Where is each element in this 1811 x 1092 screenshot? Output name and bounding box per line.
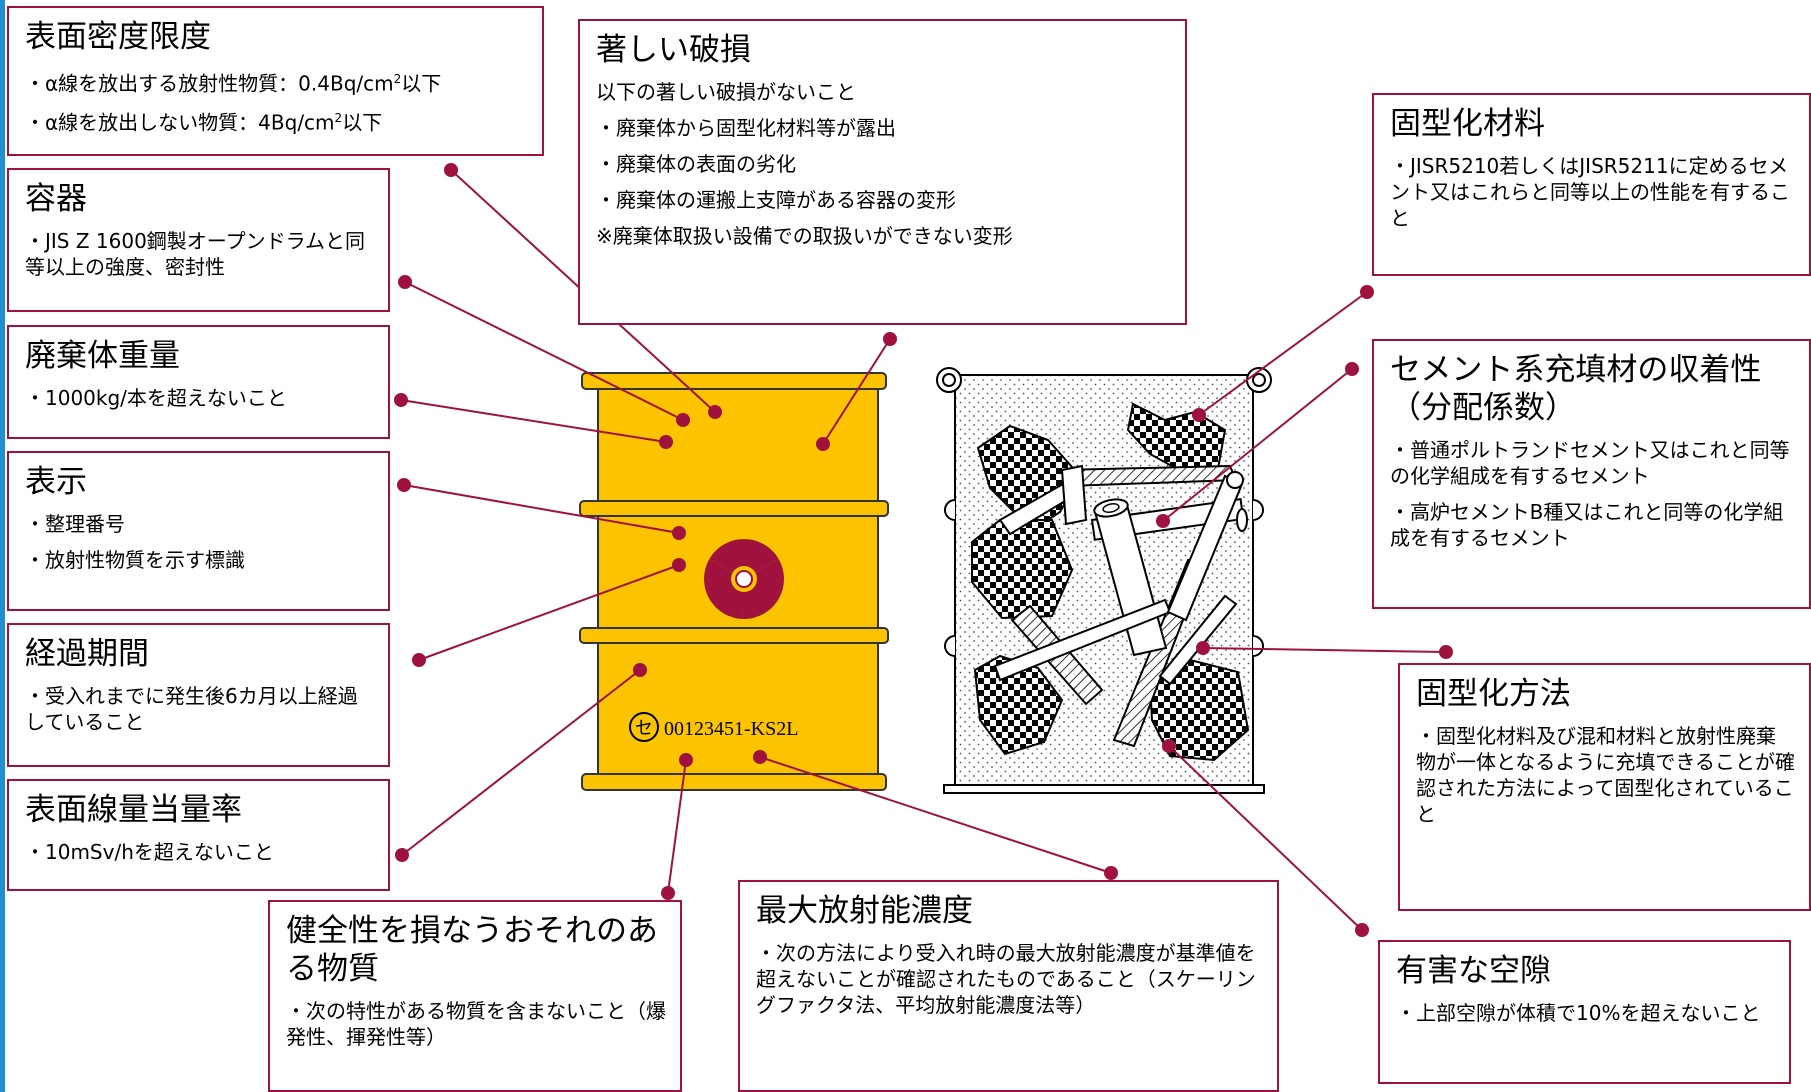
leader-dots [394,163,1453,937]
leader-lines [400,169,1447,931]
box-title: 経過期間 [25,636,149,672]
box-title: 固型化方法 [1416,676,1571,712]
box-title: 表示 [25,464,87,500]
box-title: 容器 [25,181,87,217]
box-line: ・廃棄体の表面の劣化 [596,152,796,176]
box-harmful: 健全性を損なうおそれのある物質 ・次の特性がある物質を含まないこと（爆発性、揮発… [268,900,682,1092]
box-line: 以下の著しい破損がないこと [596,80,856,104]
box-line: ・廃棄体の運搬上支障がある容器の変形 [596,188,956,212]
box-method: 固型化方法 ・固型化材料及び混和材料と放射性廃棄物が一体となるように充填できるこ… [1398,663,1811,911]
box-damage: 著しい破損 以下の著しい破損がないこと ・廃棄体から固型化材料等が露出 ・廃棄体… [578,19,1187,325]
box-line: ・1000kg/本を超えないこと [25,386,287,410]
box-title: 固型化材料 [1390,106,1545,142]
waste-cross-section [936,367,1272,794]
box-line: ・普通ポルトランドセメント又はこれと同等の化学組成を有するセメント [1390,438,1790,488]
box-surface-density: 表面密度限度 ・α線を放出する放射性物質：0.4Bq/cm2以下 ・α線を放出し… [7,6,544,156]
drum-serial-code: 00123451-KS2L [664,718,798,740]
box-line: ・α線を放出する放射性物質：0.4Bq/cm2以下 [25,71,442,96]
box-line: ・次の特性がある物質を含まないこと（爆発性、揮発性等） [286,999,666,1049]
drum-mark-icon [629,712,659,742]
box-title: セメント系充填材の収着性（分配係数） [1390,352,1762,426]
box-elapsed: 経過期間 ・受入れまでに発生後6カ月以上経過していること [7,623,390,767]
box-title: 健全性を損なうおそれのある物質 [286,913,658,987]
box-line: ※廃棄体取扱い設備での取扱いができない変形 [596,224,1013,248]
box-title: 最大放射能濃度 [756,893,973,929]
box-dose-rate: 表面線量当量率 ・10mSv/hを超えないこと [7,779,390,891]
waste-drum [579,372,889,791]
box-line: ・上部空隙が体積で10%を超えないこと [1396,1001,1761,1025]
box-line: ・α線を放出しない物質：4Bq/cm2以下 [25,110,383,135]
box-line: ・JIS Z 1600鋼製オープンドラムと同等以上の強度、密封性 [25,229,366,279]
box-title: 表面密度限度 [25,19,211,55]
box-harmful-void: 有害な空隙 ・上部空隙が体積で10%を超えないこと [1378,940,1791,1084]
box-weight: 廃棄体重量 ・1000kg/本を超えないこと [7,325,390,439]
box-max-concentration: 最大放射能濃度 ・次の方法により受入れ時の最大放射能濃度が基準値を超えないことが… [738,880,1279,1092]
box-line: ・受入れまでに発生後6カ月以上経過していること [25,684,358,734]
box-line: ・JISR5210若しくはJISR5211に定めるセメント又はこれらと同等以上の… [1390,154,1790,230]
box-line: ・10mSv/hを超えないこと [25,840,274,864]
radiation-symbol-icon [704,539,784,619]
box-title: 有害な空隙 [1396,953,1551,989]
box-line: ・廃棄体から固型化材料等が露出 [596,116,896,140]
box-line: ・整理番号 [25,512,125,536]
box-display: 表示 ・整理番号 ・放射性物質を示す標識 [7,451,390,611]
box-line: ・固型化材料及び混和材料と放射性廃棄物が一体となるように充填できることが確認され… [1416,724,1795,826]
box-container: 容器 ・JIS Z 1600鋼製オープンドラムと同等以上の強度、密封性 [7,168,390,312]
box-solid-material: 固型化材料 ・JISR5210若しくはJISR5211に定めるセメント又はこれら… [1372,93,1811,276]
box-line: ・高炉セメントB種又はこれと同等の化学組成を有するセメント [1390,500,1784,550]
box-sorption: セメント系充填材の収着性（分配係数） ・普通ポルトランドセメント又はこれと同等の… [1372,339,1811,609]
box-line: ・次の方法により受入れ時の最大放射能濃度が基準値を超えないことが確認されたもので… [756,941,1256,1017]
box-title: 表面線量当量率 [25,792,242,828]
box-line: ・放射性物質を示す標識 [25,548,245,572]
box-title: 廃棄体重量 [25,338,180,374]
drum-mark-glyph: セ [635,718,653,738]
left-edge-strip [0,0,5,1092]
box-title: 著しい破損 [596,32,751,68]
